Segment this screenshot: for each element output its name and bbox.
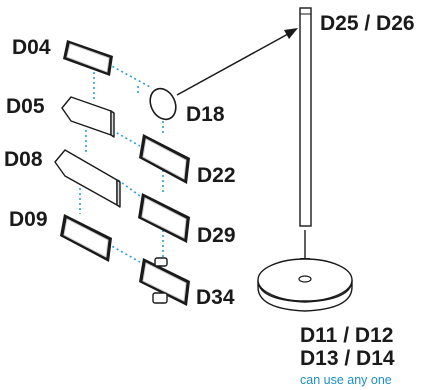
d04-panel xyxy=(63,40,113,76)
d08-sign xyxy=(54,149,121,208)
d05-sign xyxy=(61,96,115,138)
label-d08: D08 xyxy=(4,148,43,171)
d22-panel xyxy=(139,134,190,184)
label-d29: D29 xyxy=(197,224,236,247)
base-note: can use any one xyxy=(300,373,392,387)
label-d18: D18 xyxy=(186,103,225,126)
label-d25-d26: D25 / D26 xyxy=(320,12,415,35)
pole xyxy=(299,7,312,227)
arrow-d18-to-pole xyxy=(176,28,298,96)
label-d09: D09 xyxy=(9,208,48,231)
label-d04: D04 xyxy=(12,36,51,59)
label-d22: D22 xyxy=(197,164,236,187)
d34-panel xyxy=(139,257,190,306)
d09-panel xyxy=(60,214,112,262)
label-d05: D05 xyxy=(6,95,45,118)
label-d13-d14: D13 / D14 xyxy=(300,347,395,370)
round-base xyxy=(257,258,353,312)
d29-panel xyxy=(138,193,190,243)
d18-disc xyxy=(149,87,177,121)
label-d11-d12: D11 / D12 xyxy=(300,324,393,347)
label-d34: D34 xyxy=(196,286,235,309)
